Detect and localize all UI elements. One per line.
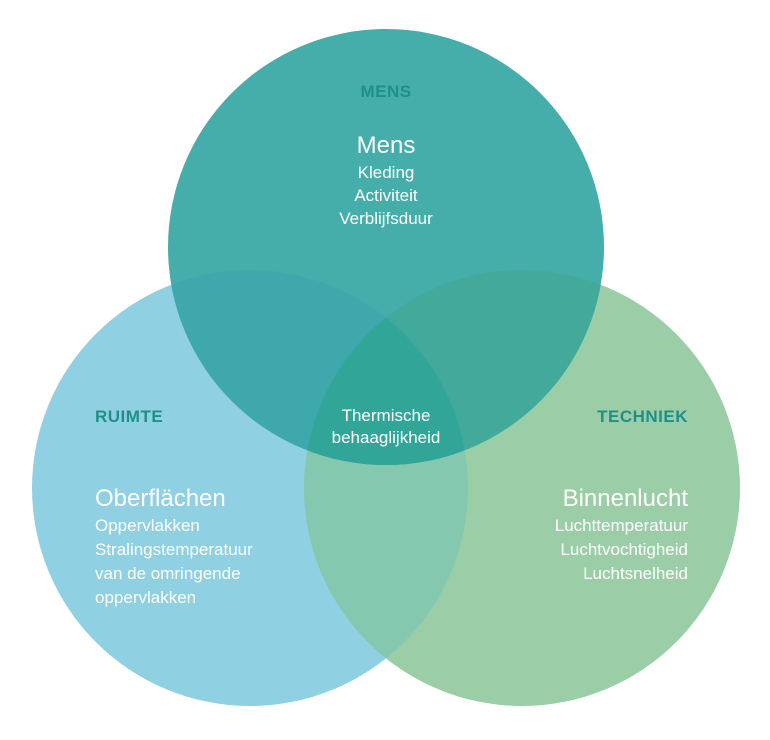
ruimte-title: Oberflächen xyxy=(95,485,226,512)
center-label-line1: Thermische xyxy=(341,406,431,425)
ruimte-line-stralingstemperatuur: Stralingstemperatuur xyxy=(95,540,253,559)
techniek-line-luchtvochtigheid: Luchtvochtigheid xyxy=(560,540,688,559)
techniek-line-luchttemperatuur: Luchttemperatuur xyxy=(554,516,688,535)
mens-line-verblijfsduur: Verblijfsduur xyxy=(339,209,433,228)
ruimte-tag: RUIMTE xyxy=(95,407,164,426)
center-label-line2: behaaglijkheid xyxy=(331,428,441,447)
ruimte-line-oppervlakken: Oppervlakken xyxy=(95,516,200,535)
mens-tag: MENS xyxy=(360,82,412,101)
ruimte-line-omringende: van de omringende xyxy=(95,564,241,583)
mens-line-kleding: Kleding xyxy=(357,163,415,182)
techniek-title: Binnenlucht xyxy=(562,485,688,512)
center-overlap xyxy=(304,270,468,465)
mens-title: Mens xyxy=(356,132,416,159)
techniek-line-luchtsnelheid: Luchtsnelheid xyxy=(583,564,688,583)
ruimte-line-oppervlakken-2: oppervlakken xyxy=(95,588,197,607)
techniek-tag: TECHNIEK xyxy=(597,407,688,426)
mens-line-activiteit: Activiteit xyxy=(354,186,418,205)
